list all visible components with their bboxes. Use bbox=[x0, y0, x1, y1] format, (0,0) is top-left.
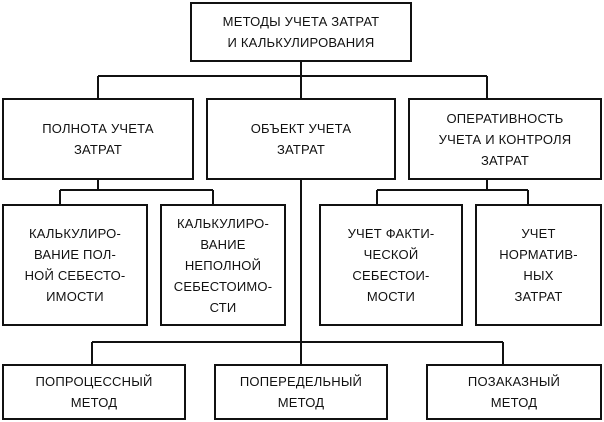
job-order-method-label: ПОЗАКАЗНЫЙ МЕТОД bbox=[467, 374, 561, 410]
actual-cost-box: УЧЕТ ФАКТИ- ЧЕСКОЙ СЕБЕСТОИ- МОСТИ bbox=[319, 204, 463, 326]
stage-method-box: ПОПЕРЕДЕЛЬНЫЙ МЕТОД bbox=[214, 364, 388, 420]
standard-cost-box: УЧЕТ НОРМАТИВ- НЫХ ЗАТРАТ bbox=[475, 204, 602, 326]
partial-costing-box: КАЛЬКУЛИРО- ВАНИЕ НЕПОЛНОЙ СЕБЕСТОИМО- С… bbox=[160, 204, 286, 326]
full-costing-label: КАЛЬКУЛИРО- ВАНИЕ ПОЛ- НОЙ СЕБЕСТО- ИМОС… bbox=[24, 226, 126, 304]
standard-cost-label: УЧЕТ НОРМАТИВ- НЫХ ЗАТРАТ bbox=[499, 226, 578, 304]
stage-method-label: ПОПЕРЕДЕЛЬНЫЙ МЕТОД bbox=[239, 374, 363, 410]
completeness-category-box: ПОЛНОТА УЧЕТА ЗАТРАТ bbox=[2, 98, 194, 180]
actual-cost-label: УЧЕТ ФАКТИ- ЧЕСКОЙ СЕБЕСТОИ- МОСТИ bbox=[347, 226, 435, 304]
root-methods-box: МЕТОДЫ УЧЕТА ЗАТРАТ И КАЛЬКУЛИРОВАНИЯ bbox=[190, 2, 412, 62]
job-order-method-box: ПОЗАКАЗНЫЙ МЕТОД bbox=[426, 364, 602, 420]
completeness-category-label: ПОЛНОТА УЧЕТА ЗАТРАТ bbox=[42, 121, 154, 157]
operativeness-category-label: ОПЕРАТИВНОСТЬ УЧЕТА И КОНТРОЛЯ ЗАТРАТ bbox=[438, 110, 572, 168]
operativeness-category-box: ОПЕРАТИВНОСТЬ УЧЕТА И КОНТРОЛЯ ЗАТРАТ bbox=[408, 98, 602, 180]
root-methods-label: МЕТОДЫ УЧЕТА ЗАТРАТ И КАЛЬКУЛИРОВАНИЯ bbox=[222, 14, 380, 50]
object-category-label: ОБЪЕКТ УЧЕТА ЗАТРАТ bbox=[250, 121, 352, 157]
partial-costing-label: КАЛЬКУЛИРО- ВАНИЕ НЕПОЛНОЙ СЕБЕСТОИМО- С… bbox=[173, 215, 273, 315]
full-costing-box: КАЛЬКУЛИРО- ВАНИЕ ПОЛ- НОЙ СЕБЕСТО- ИМОС… bbox=[2, 204, 148, 326]
object-category-box: ОБЪЕКТ УЧЕТА ЗАТРАТ bbox=[206, 98, 396, 180]
process-method-label: ПОПРОЦЕССНЫЙ МЕТОД bbox=[35, 374, 153, 410]
process-method-box: ПОПРОЦЕССНЫЙ МЕТОД bbox=[2, 364, 186, 420]
